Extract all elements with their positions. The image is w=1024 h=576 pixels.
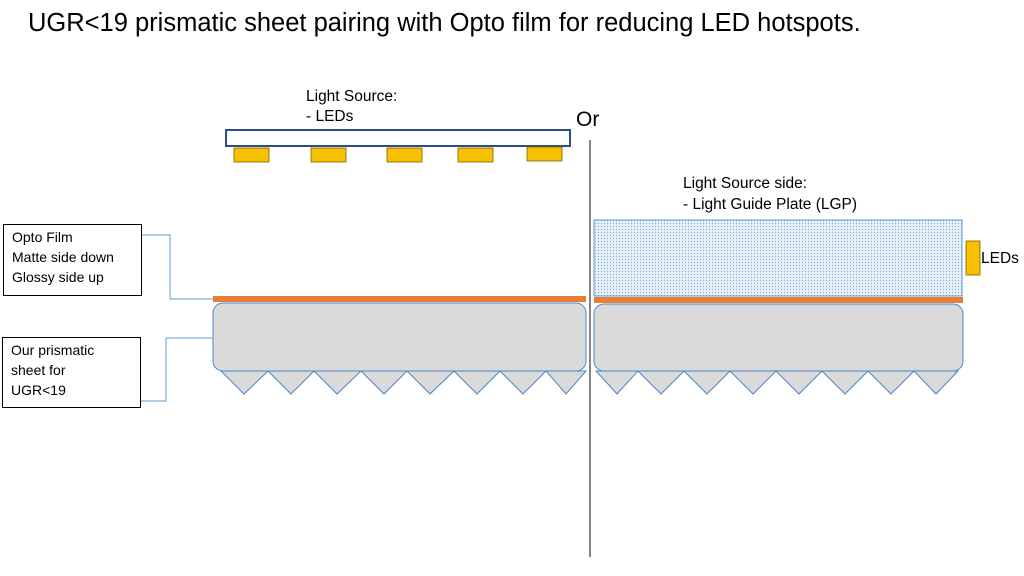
led-chip [457, 147, 494, 163]
opto-film-line-3: Glossy side up [12, 269, 104, 285]
diagram-title: UGR<19 prismatic sheet pairing with Opto… [28, 9, 861, 37]
prismatic-sheet-leader [123, 337, 213, 404]
prismatic-sheet-line-2: sheet for [11, 362, 66, 378]
prism-teeth-left [219, 370, 588, 395]
prismatic-sheet-left [212, 302, 587, 372]
opto-film-line-1: Opto Film [12, 229, 73, 245]
side-led-label: LEDs [981, 250, 1019, 267]
light-guide-plate [593, 219, 963, 297]
prismatic-sheet-line-3: UGR<19 [11, 382, 66, 398]
led-chip [526, 146, 563, 162]
opto-film-line-2: Matte side down [12, 249, 114, 265]
prism-teeth-right [594, 370, 960, 395]
led-chip [233, 147, 270, 163]
prismatic-sheet-right [593, 303, 964, 372]
right-source-heading: Light Source side: [683, 175, 808, 192]
left-source-item: - LEDs [306, 108, 354, 125]
prismatic-sheet-callout: Our prismatic sheet for UGR<19 [2, 337, 141, 408]
right-source-item: - Light Guide Plate (LGP) [683, 196, 858, 213]
opto-film-callout: Opto Film Matte side down Glossy side up [3, 224, 142, 296]
led-chip [310, 147, 347, 163]
prismatic-sheet-line-1: Our prismatic [11, 342, 95, 358]
left-source-heading: Light Source: [306, 88, 398, 105]
opto-film-left [213, 296, 586, 302]
opto-film-right [594, 297, 963, 303]
opto-film-leader [131, 232, 213, 300]
or-label: Or [576, 108, 600, 131]
side-led-chip [965, 240, 981, 276]
led-strip-frame [225, 129, 571, 147]
led-chip [386, 147, 423, 163]
